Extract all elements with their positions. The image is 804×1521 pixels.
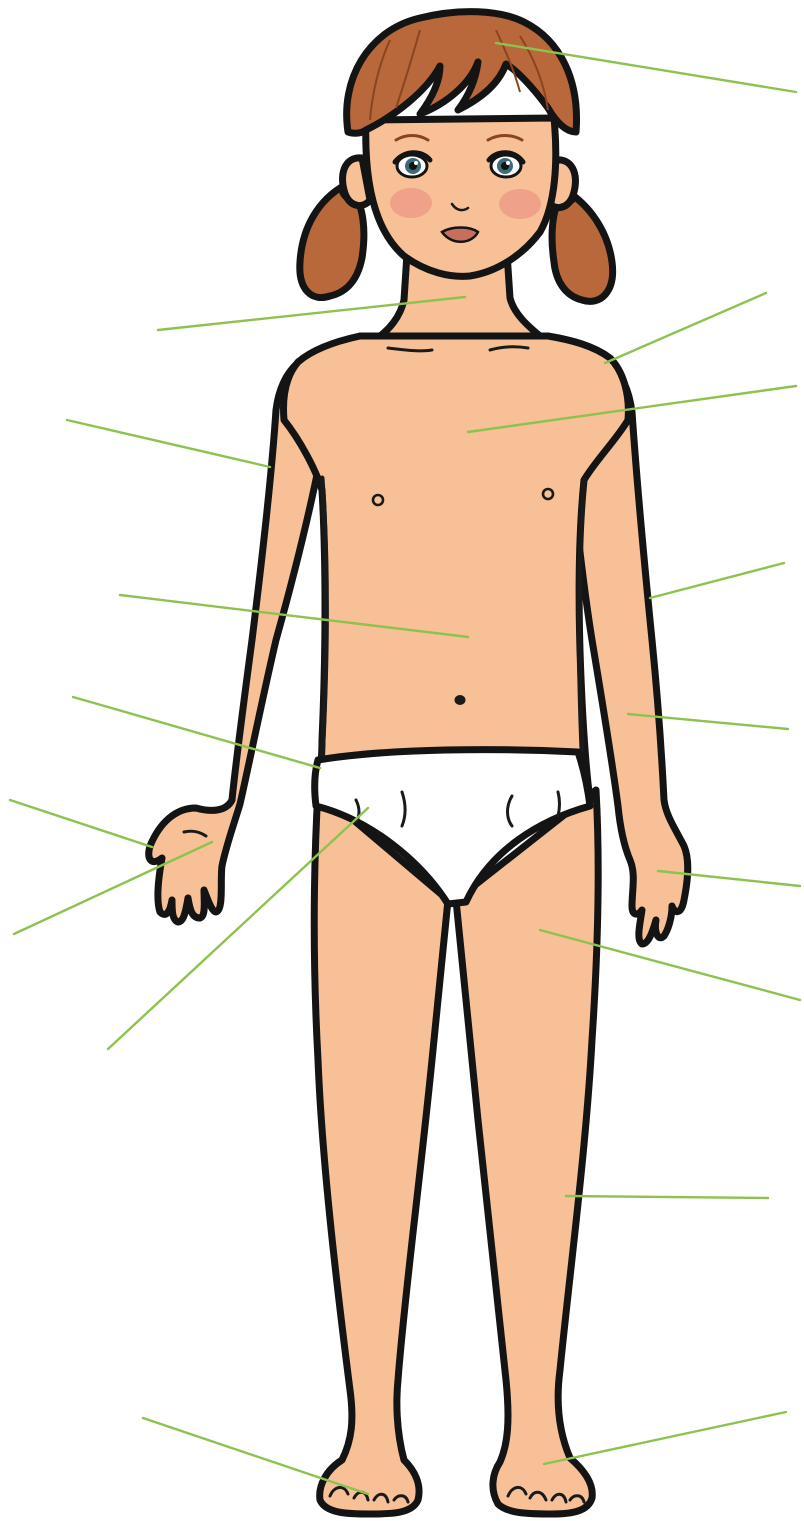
leader-foot-left	[143, 1418, 368, 1494]
leader-shoulder	[605, 293, 766, 363]
eye-right	[489, 153, 523, 177]
left-leg	[314, 790, 448, 1514]
knee-right-mark-2	[558, 792, 560, 816]
cheek-right	[499, 189, 541, 219]
leader-foot-right	[544, 1412, 786, 1464]
leader-hip	[73, 697, 320, 768]
navel	[455, 695, 466, 705]
leader-elbow	[650, 563, 784, 598]
leader-wrist	[10, 800, 152, 847]
cheek-left	[390, 188, 432, 218]
right-leg	[456, 790, 598, 1514]
torso	[284, 336, 629, 800]
eye-left	[395, 153, 430, 177]
leader-shin	[566, 1196, 768, 1198]
leader-upper-arm	[67, 420, 270, 467]
